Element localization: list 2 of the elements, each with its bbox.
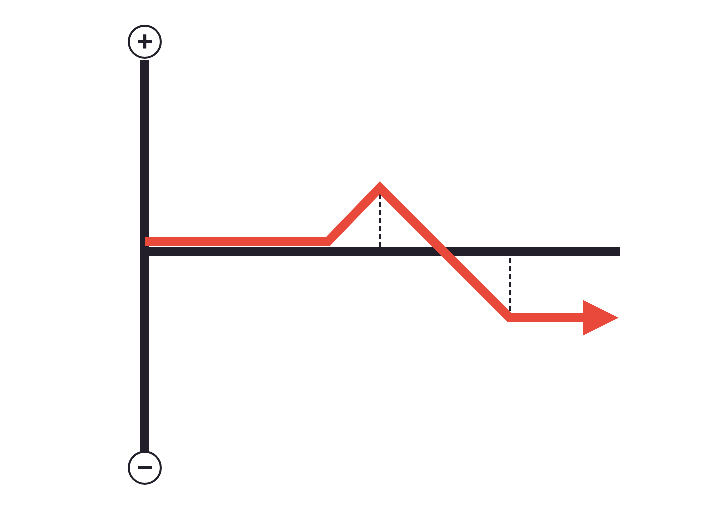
circle-sign: −: [128, 451, 162, 485]
circle-sign: +: [128, 25, 162, 59]
